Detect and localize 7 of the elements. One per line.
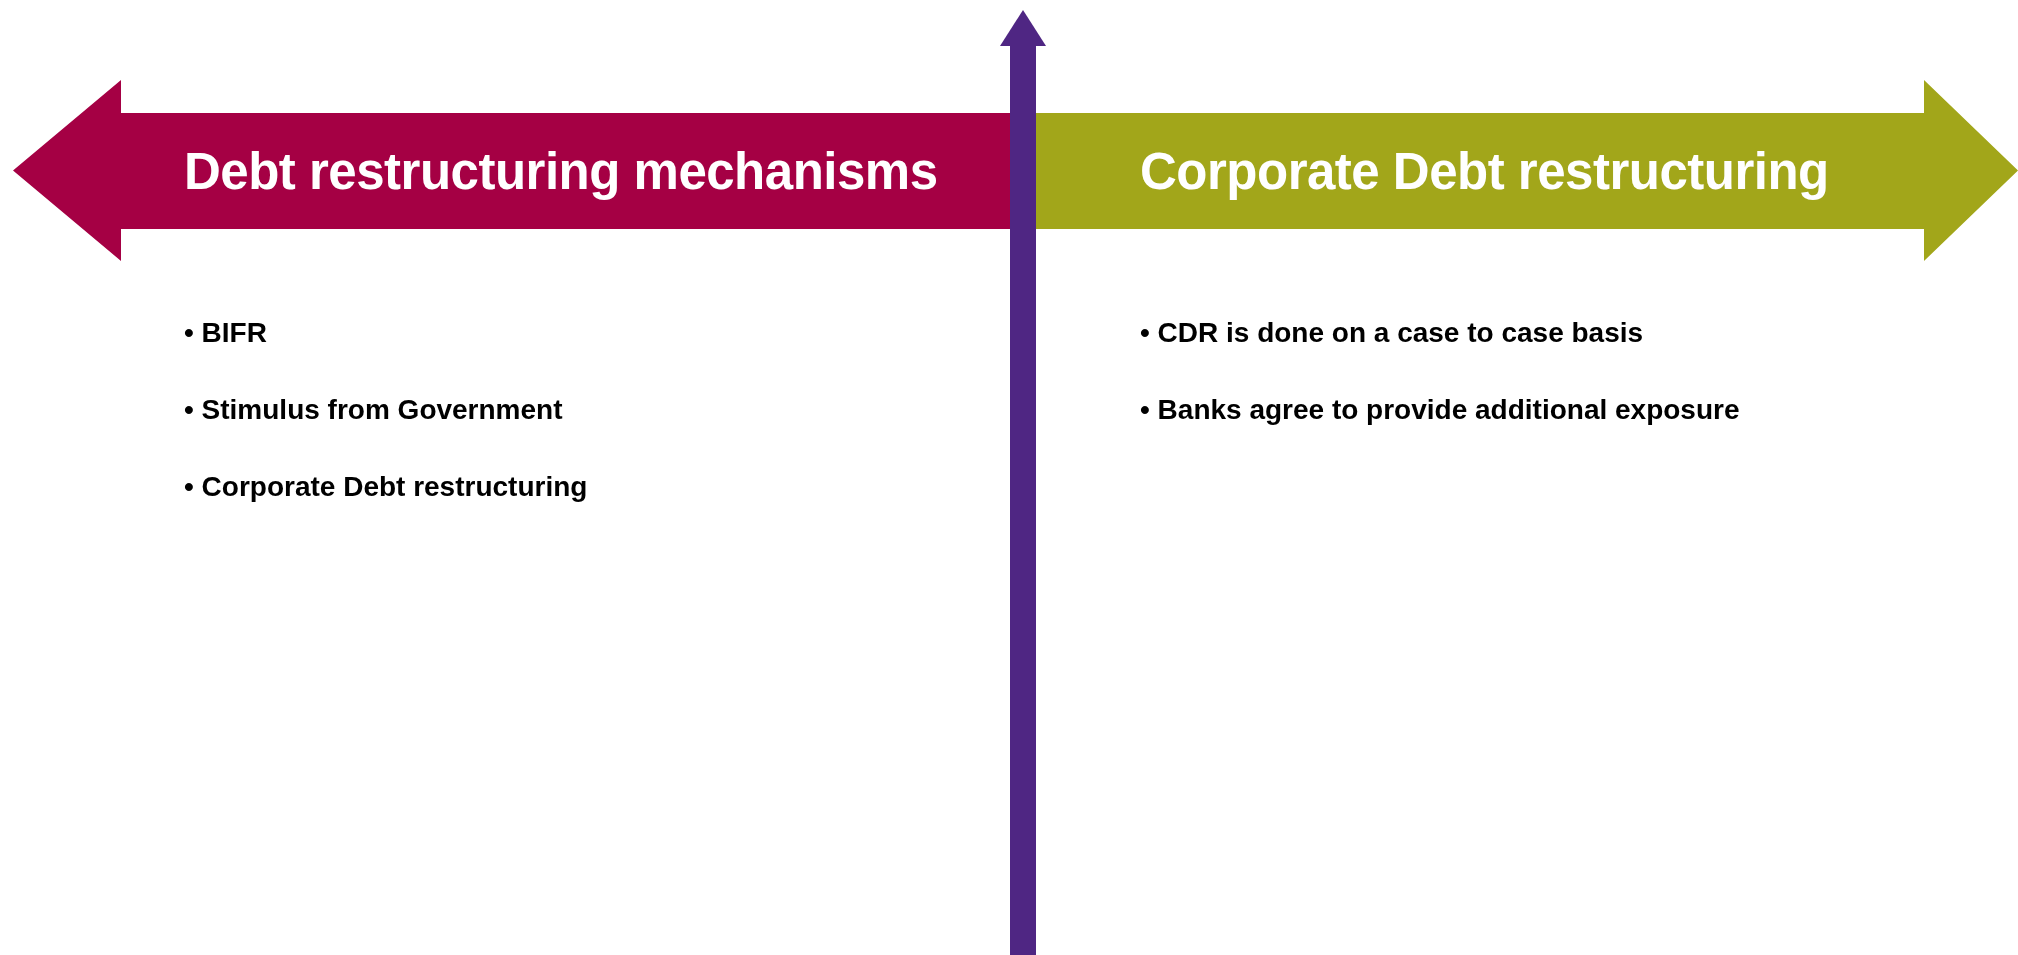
bullet-item: • Stimulus from Government (184, 393, 564, 427)
arrow-banner (13, 80, 1010, 261)
bullet-item: • CDR is done on a case to case basis (1140, 316, 1645, 350)
bullet-item: • Corporate Debt restructuring (184, 470, 588, 504)
bullet-item: • BIFR (184, 316, 268, 350)
arrow-banner (1036, 80, 2018, 261)
bullet-item: • Banks agree to provide additional exposure (1140, 393, 1740, 427)
